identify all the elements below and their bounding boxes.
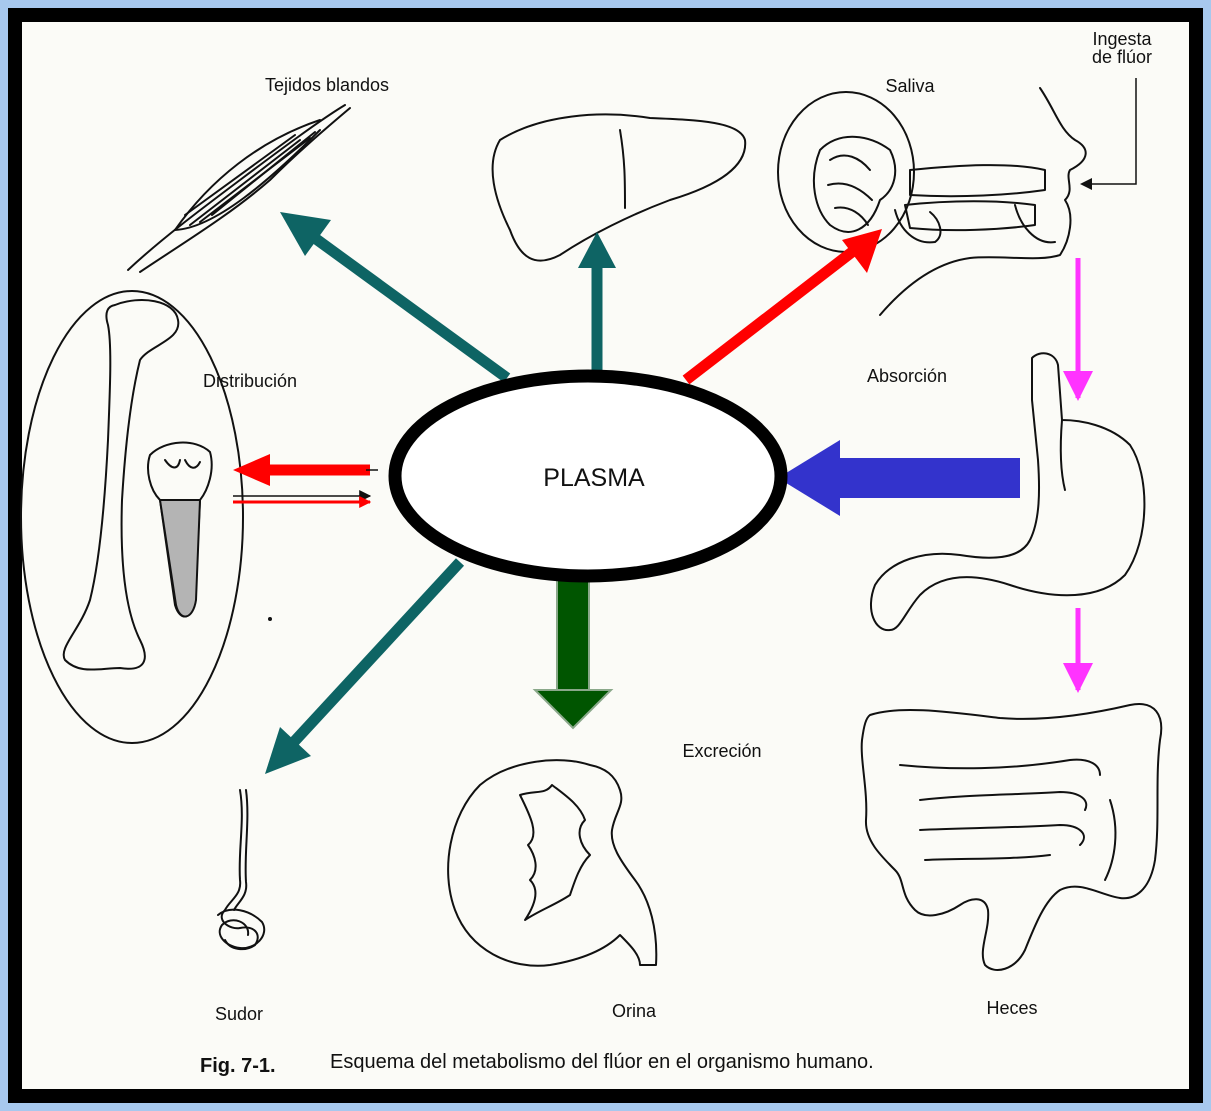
arrow-to-distribution (233, 454, 378, 486)
stray-dot (268, 617, 272, 621)
intestine-illustration (862, 704, 1162, 970)
liver-illustration (493, 114, 746, 260)
label-intake-line2: de flúor (1092, 47, 1152, 67)
arrow-fluoride-intake (1080, 78, 1136, 190)
caption-number: Fig. 7-1. (200, 1055, 276, 1077)
label-plasma: PLASMA (543, 464, 645, 492)
label-urine: Orina (612, 1001, 657, 1021)
label-feces: Heces (986, 998, 1037, 1018)
arrow-to-soft-tissue (280, 212, 507, 378)
arrow-to-liver (578, 232, 616, 372)
caption-text: Esquema del metabolismo del flúor en el … (330, 1051, 874, 1073)
label-excretion: Excreción (682, 741, 761, 761)
arrow-to-sweat (265, 562, 460, 774)
head-saliva-illustration (778, 88, 1086, 315)
bone-tooth-illustration (21, 291, 243, 743)
label-absorption: Absorción (867, 366, 947, 386)
kidney-illustration (448, 760, 656, 966)
arrow-to-saliva (686, 229, 882, 380)
label-sweat: Sudor (215, 1004, 263, 1024)
arrow-absorption (778, 440, 1020, 516)
label-saliva: Saliva (885, 76, 935, 96)
label-intake-line1: Ingesta (1092, 29, 1152, 49)
label-soft-tissue: Tejidos blandos (265, 75, 389, 95)
sweat-gland-illustration (218, 790, 264, 949)
label-distribution: Distribución (203, 371, 297, 391)
arrow-excretion (535, 578, 611, 728)
muscle-illustration (128, 105, 350, 272)
arrow-from-distribution (233, 496, 370, 502)
